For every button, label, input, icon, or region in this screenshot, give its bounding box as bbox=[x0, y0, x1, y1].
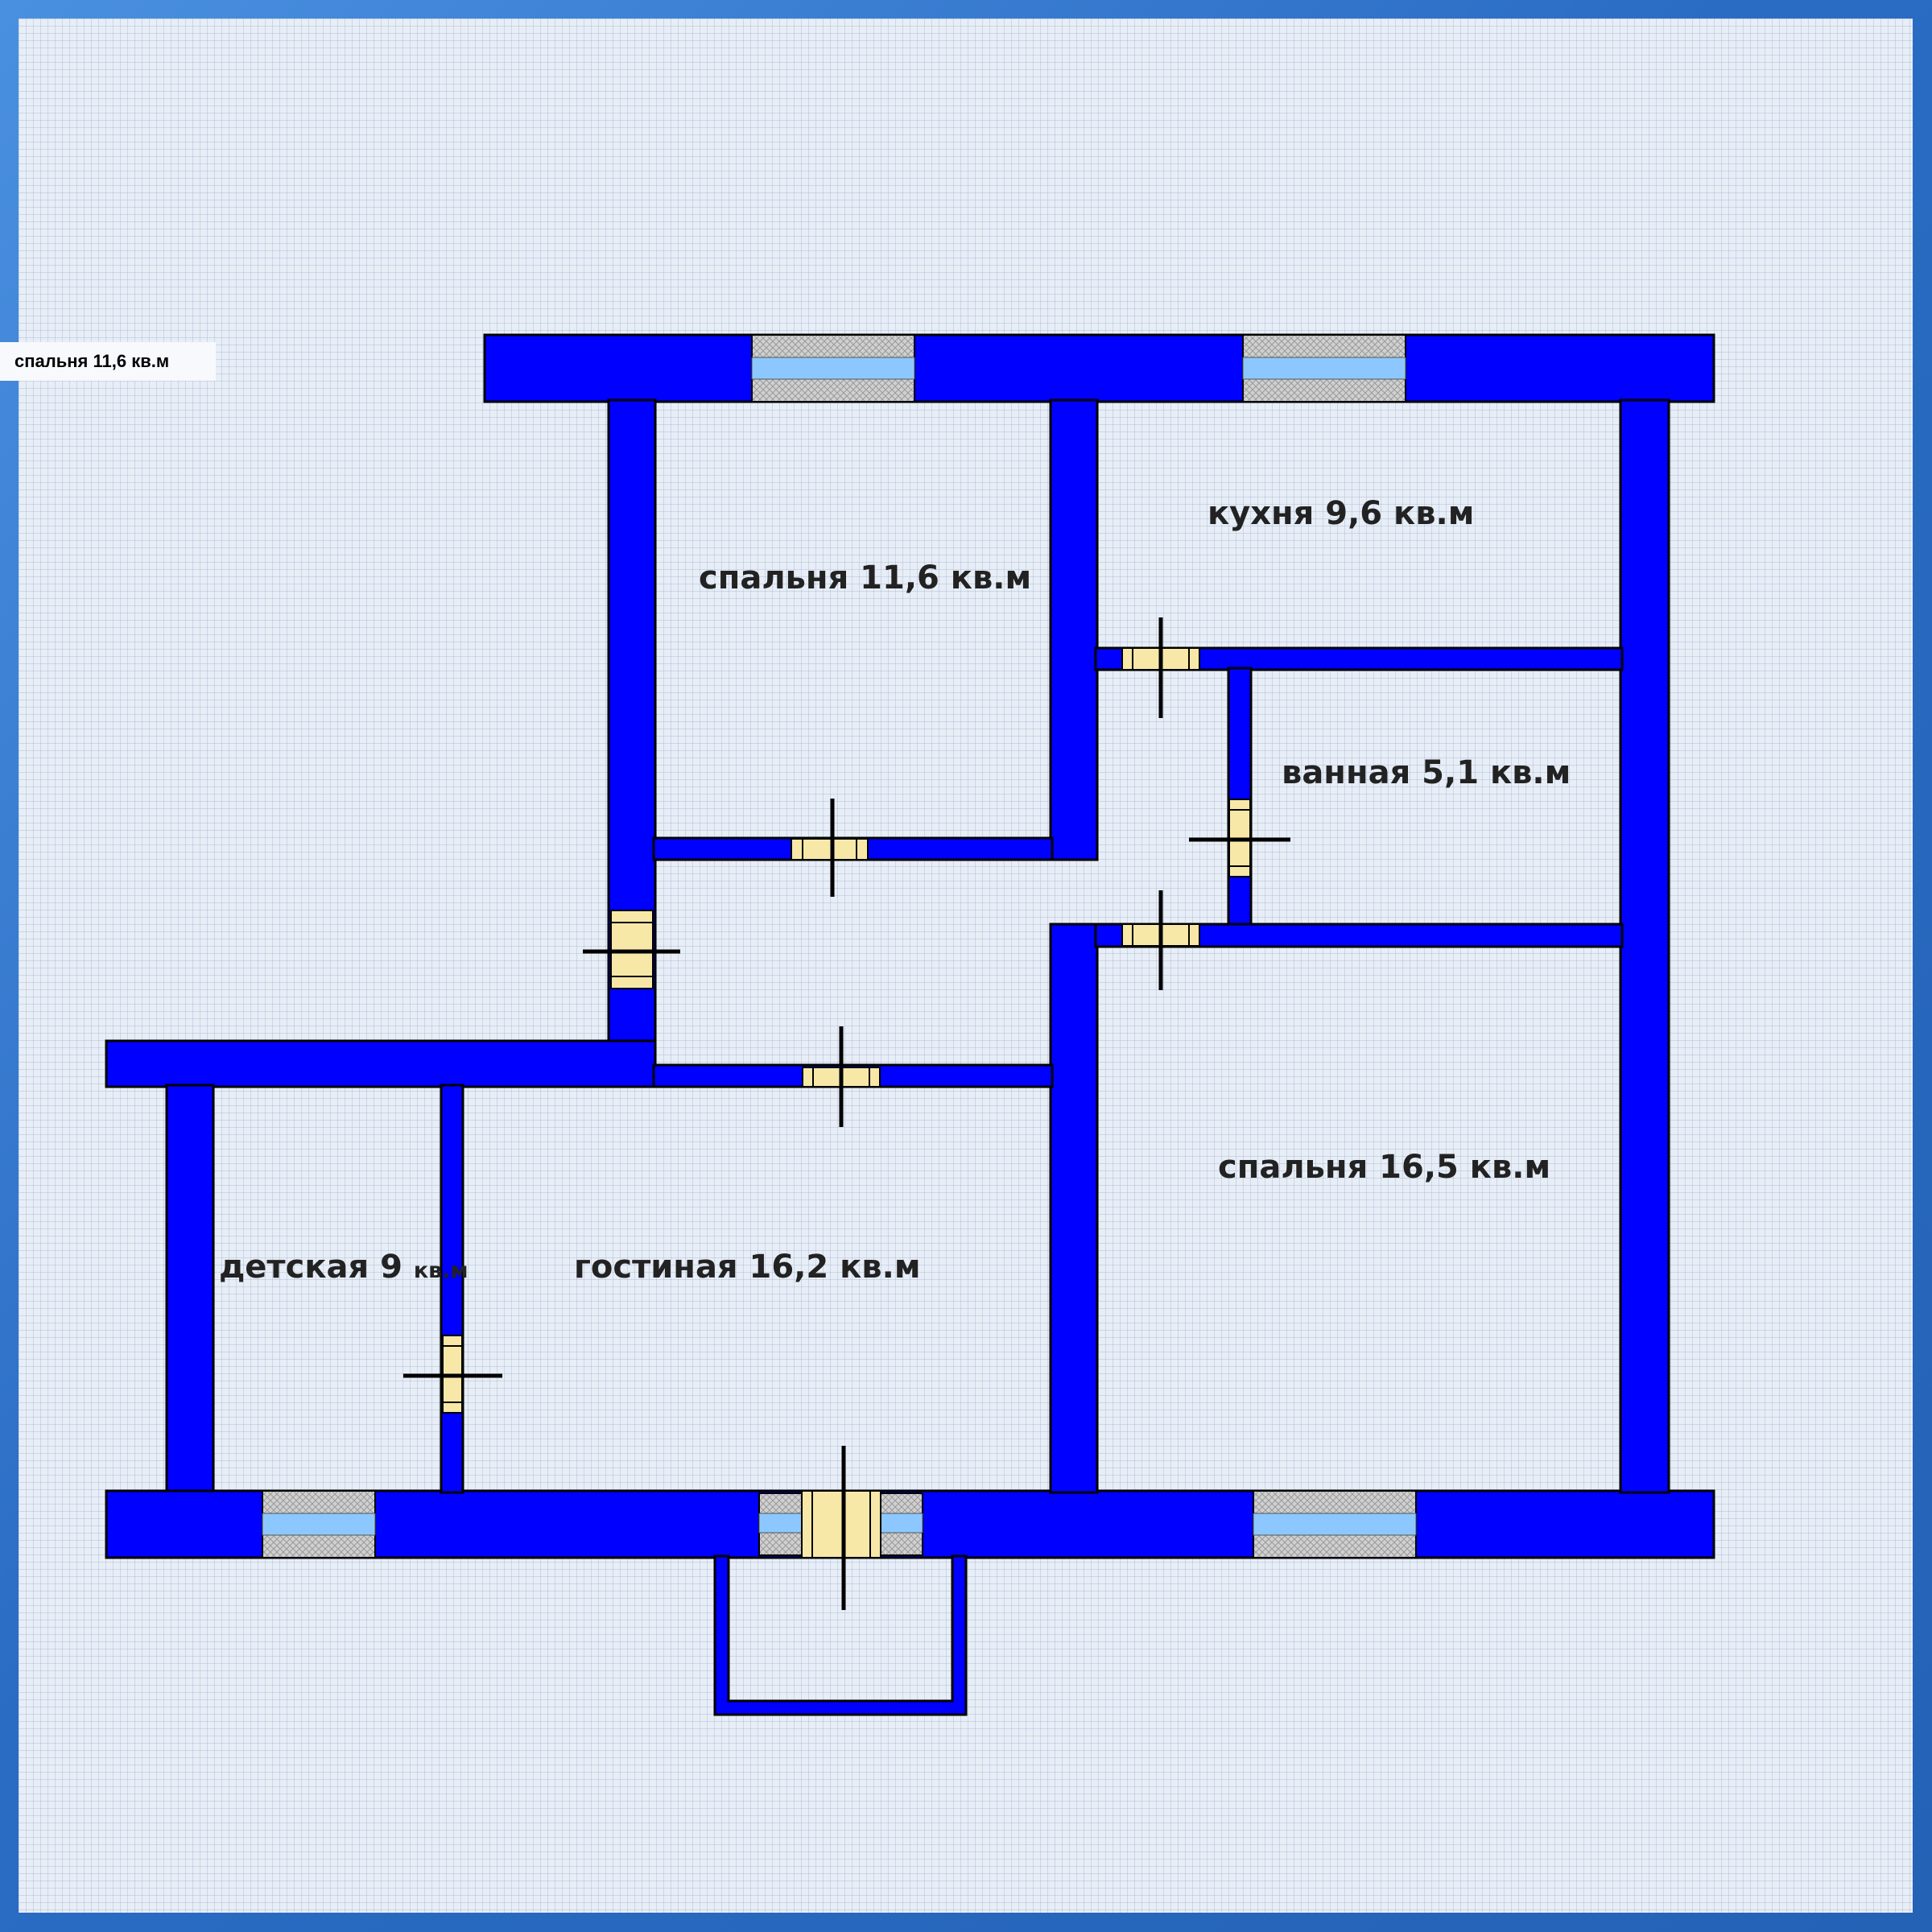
wall-step bbox=[105, 1039, 657, 1088]
door-living-room bbox=[802, 1026, 881, 1127]
window-bottom-right bbox=[1253, 1490, 1417, 1558]
corner-note-label: спальня 11,6 кв.м bbox=[0, 342, 216, 381]
room-label-bedroom-large: спальня 16,5 кв.м bbox=[1218, 1149, 1550, 1186]
wall-bath-left bbox=[1227, 667, 1253, 927]
room-label-bathroom: ванная 5,1 кв.м bbox=[1282, 754, 1571, 791]
room-label-nursery-unit: кв.м bbox=[414, 1258, 469, 1283]
room-label-bedroom-small: спальня 11,6 кв.м bbox=[699, 559, 1031, 597]
door-bedroom-small bbox=[791, 799, 869, 897]
wall-center bbox=[1049, 398, 1099, 861]
window-top-left bbox=[751, 334, 915, 402]
window-bottom-left bbox=[262, 1490, 376, 1558]
window-top-right bbox=[1242, 334, 1406, 402]
wall-right bbox=[1619, 398, 1670, 1494]
wall-center-low bbox=[1049, 923, 1099, 1494]
door-entrance bbox=[583, 910, 680, 989]
door-bathroom bbox=[1189, 799, 1290, 877]
room-label-nursery-main: детская 9 bbox=[219, 1249, 414, 1286]
door-kitchen bbox=[1121, 617, 1200, 718]
balcony bbox=[713, 1554, 968, 1716]
room-label-kitchen: кухня 9,6 кв.м bbox=[1208, 495, 1474, 532]
walls bbox=[105, 333, 1715, 1559]
doors bbox=[403, 617, 1290, 1610]
room-label-living-room: гостиная 16,2 кв.м bbox=[574, 1249, 921, 1286]
wall-far-left bbox=[165, 1084, 215, 1493]
wall-nursery-right bbox=[440, 1084, 464, 1494]
room-label-nursery: детская 9 кв.м bbox=[219, 1249, 469, 1286]
wall-top bbox=[483, 333, 1715, 403]
door-nursery bbox=[403, 1335, 502, 1414]
door-bedroom-large bbox=[1121, 890, 1200, 990]
door-balcony bbox=[801, 1446, 881, 1610]
